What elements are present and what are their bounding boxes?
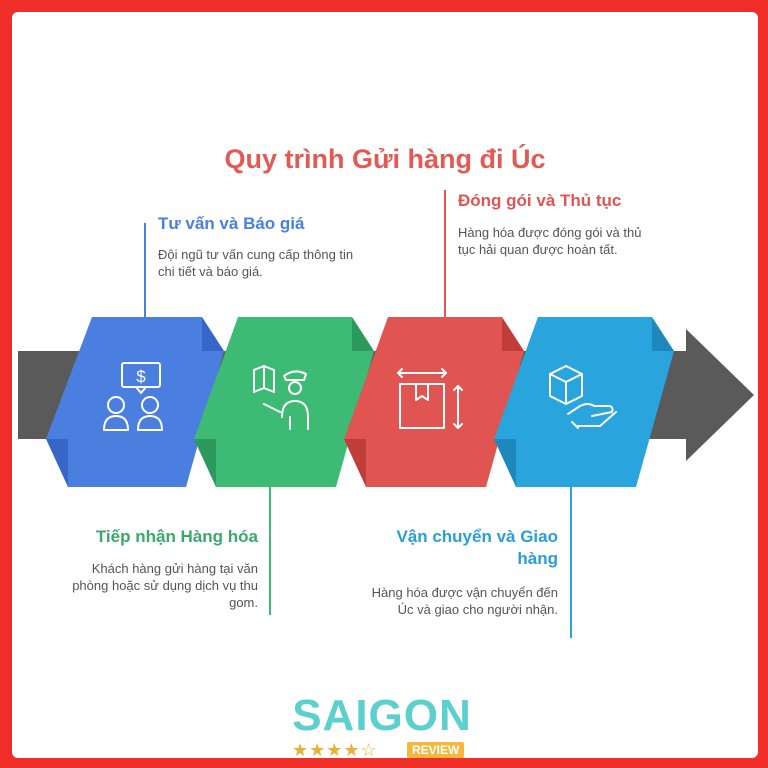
receive-package-icon: [253, 365, 309, 430]
consultation-dollar-icon: $: [103, 362, 163, 431]
svg-text:$: $: [136, 367, 146, 386]
step-3-title: Đóng gói và Thủ tục: [458, 191, 622, 210]
step-1-description: Đội ngũ tư vấn cung cấp thông tin chi ti…: [158, 247, 354, 279]
logo-badge: REVIEW: [407, 742, 465, 758]
step-4-panel: [494, 317, 674, 487]
step-4-description: Hàng hóa được vận chuyển đến Úc và giao …: [371, 585, 558, 617]
step-4-fold-top: [652, 317, 674, 351]
step-2-title: Tiếp nhận Hàng hóa: [95, 527, 258, 546]
delivery-hand-icon: [549, 365, 617, 429]
saigon-review-logo: SAIGON ★★★★☆ REVIEW: [282, 694, 482, 758]
infographic-card: $: [12, 12, 758, 758]
step-2-panel: [194, 317, 374, 487]
step-3-description: Hàng hóa được đóng gói và thủ tục hải qu…: [458, 225, 642, 257]
logo-rating-row: ★★★★☆ REVIEW: [282, 740, 482, 758]
process-flow: $: [18, 190, 754, 638]
step-4-fold-bottom: [494, 439, 516, 487]
step-2-fold-top: [352, 317, 374, 351]
logo-brand: SAIGON: [292, 691, 472, 740]
page-title: Quy trình Gửi hàng đi Úc: [224, 144, 546, 174]
arrow-head: [686, 329, 754, 461]
rating-stars-icon: ★★★★☆: [292, 740, 378, 758]
step-2-fold-bottom: [194, 439, 216, 487]
step-3-fold-bottom: [344, 439, 366, 487]
step-1-panel: [46, 317, 224, 487]
step-1-title: Tư vấn và Báo giá: [158, 214, 305, 233]
step-2-description: Khách hàng gửi hàng tại văn phòng hoặc s…: [72, 561, 258, 610]
step-3-panel: [344, 317, 524, 487]
step-3-fold-top: [502, 317, 524, 351]
step-4-title: Vận chuyển và Giao hàng: [396, 527, 558, 568]
box-dimension-icon: [397, 368, 463, 429]
step-1-fold-bottom: [46, 439, 68, 487]
step-1-fold-top: [202, 317, 224, 351]
